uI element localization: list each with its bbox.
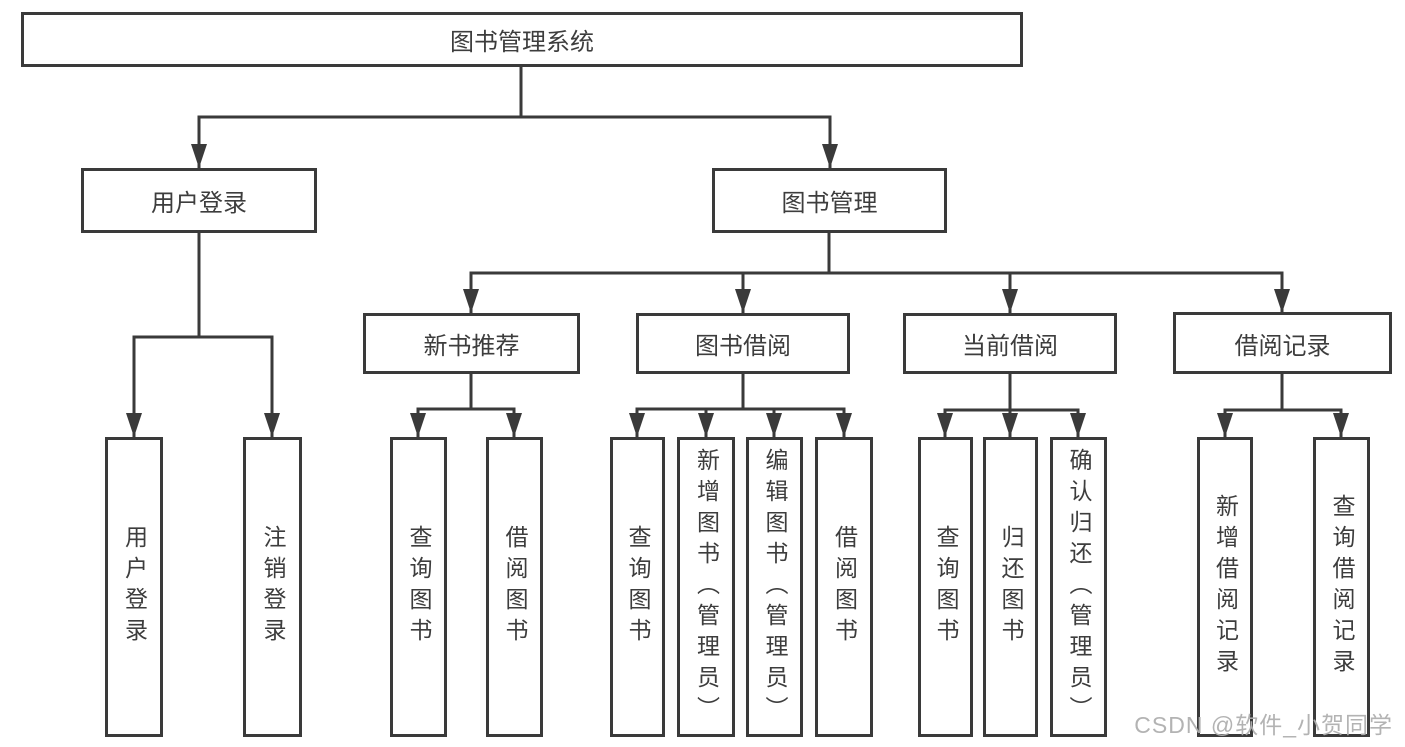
leaf-current-query-books-label: 查询图书 [933, 525, 959, 649]
node-book-management: 图书管理 [712, 168, 947, 233]
node-current-borrow: 当前借阅 [903, 313, 1117, 374]
leaf-borrow-borrow-books-label: 借阅图书 [831, 525, 858, 649]
node-book-borrow: 图书借阅 [636, 313, 850, 374]
leaf-newbooks-borrow-books: 借阅图书 [486, 437, 543, 737]
node-new-book-recommend: 新书推荐 [363, 313, 580, 374]
leaf-current-query-books: 查询图书 [918, 437, 973, 737]
leaf-newbooks-borrow-books-label: 借阅图书 [502, 525, 528, 649]
leaf-current-return-books-label: 归还图书 [998, 525, 1024, 649]
leaf-user-login: 用户登录 [105, 437, 163, 737]
node-borrow-records: 借阅记录 [1173, 312, 1392, 374]
arrowheads [126, 144, 1349, 437]
leaf-newbooks-query-books-label: 查询图书 [406, 525, 432, 649]
node-user-login: 用户登录 [81, 168, 317, 233]
node-root-label: 图书管理系统 [450, 29, 594, 56]
leaf-borrow-borrow-books: 借阅图书 [815, 437, 873, 737]
leaf-borrow-add-books: 新增图书（管理员） [677, 437, 735, 737]
node-borrow-records-label: 借阅记录 [1234, 332, 1331, 360]
csdn-watermark: CSDN @软件_小贺同学 [1134, 712, 1393, 738]
leaf-current-confirm-return-label: 确认归还（管理员） [1066, 447, 1092, 727]
leaf-borrow-query-books-label: 查询图书 [625, 525, 651, 649]
node-root: 图书管理系统 [21, 12, 1023, 67]
leaf-borrow-query-books: 查询图书 [610, 437, 665, 737]
leaf-borrow-edit-books-label: 编辑图书（管理员） [762, 447, 788, 727]
leaf-borrow-edit-books: 编辑图书（管理员） [746, 437, 803, 737]
leaf-newbooks-query-books: 查询图书 [390, 437, 447, 737]
leaf-records-query-record: 查询借阅记录 [1313, 437, 1370, 737]
node-book-borrow-label: 图书借阅 [695, 333, 791, 360]
leaf-logout-label: 注销登录 [260, 525, 286, 649]
node-current-borrow-label: 当前借阅 [962, 333, 1058, 360]
leaf-borrow-add-books-label: 新增图书（管理员） [693, 447, 720, 727]
node-new-book-recommend-label: 新书推荐 [423, 333, 520, 360]
leaf-logout: 注销登录 [243, 437, 302, 737]
leaf-user-login-label: 用户登录 [121, 525, 148, 649]
connector-lines [132, 67, 1343, 437]
leaf-current-confirm-return: 确认归还（管理员） [1050, 437, 1107, 737]
node-user-login-label: 用户登录 [151, 190, 247, 217]
node-book-management-label: 图书管理 [781, 190, 878, 217]
leaf-records-add-record-label: 新增借阅记录 [1212, 494, 1239, 680]
leaf-records-add-record: 新增借阅记录 [1197, 437, 1253, 737]
leaf-current-return-books: 归还图书 [983, 437, 1038, 737]
leaf-records-query-record-label: 查询借阅记录 [1329, 494, 1355, 680]
